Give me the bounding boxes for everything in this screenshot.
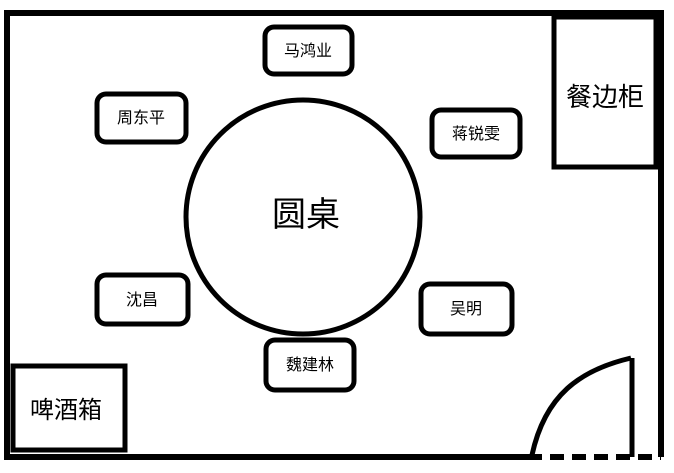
seat-box-jiang-ruiwen [429,107,523,160]
sideboard [551,14,659,170]
seat-name-ma-hongye: 马鸿业 [284,41,332,60]
seat-box-ma-hongye [262,24,355,77]
beer-box [10,363,128,453]
table-label: 圆桌 [272,195,340,235]
seat-box-wei-jianlin [263,337,357,393]
room-wall [4,10,552,460]
seat-box-zhou-dongping [94,91,189,145]
seat-name-shen-chang: 沈昌 [126,290,158,309]
round-table [183,97,423,337]
beer-box-label: 啤酒箱 [30,396,102,424]
seat-name-jiang-ruiwen: 蒋锐雯 [452,124,500,143]
door-swing [529,355,632,456]
seat-box-shen-chang [94,272,191,327]
seat-name-zhou-dongping: 周东平 [117,108,165,127]
seat-name-wu-ming: 吴明 [450,299,482,318]
sideboard-label: 餐边柜 [566,83,644,113]
room-wall-right [552,10,664,457]
seat-name-wei-jianlin: 魏建林 [286,355,334,374]
seat-box-wu-ming [418,281,515,337]
